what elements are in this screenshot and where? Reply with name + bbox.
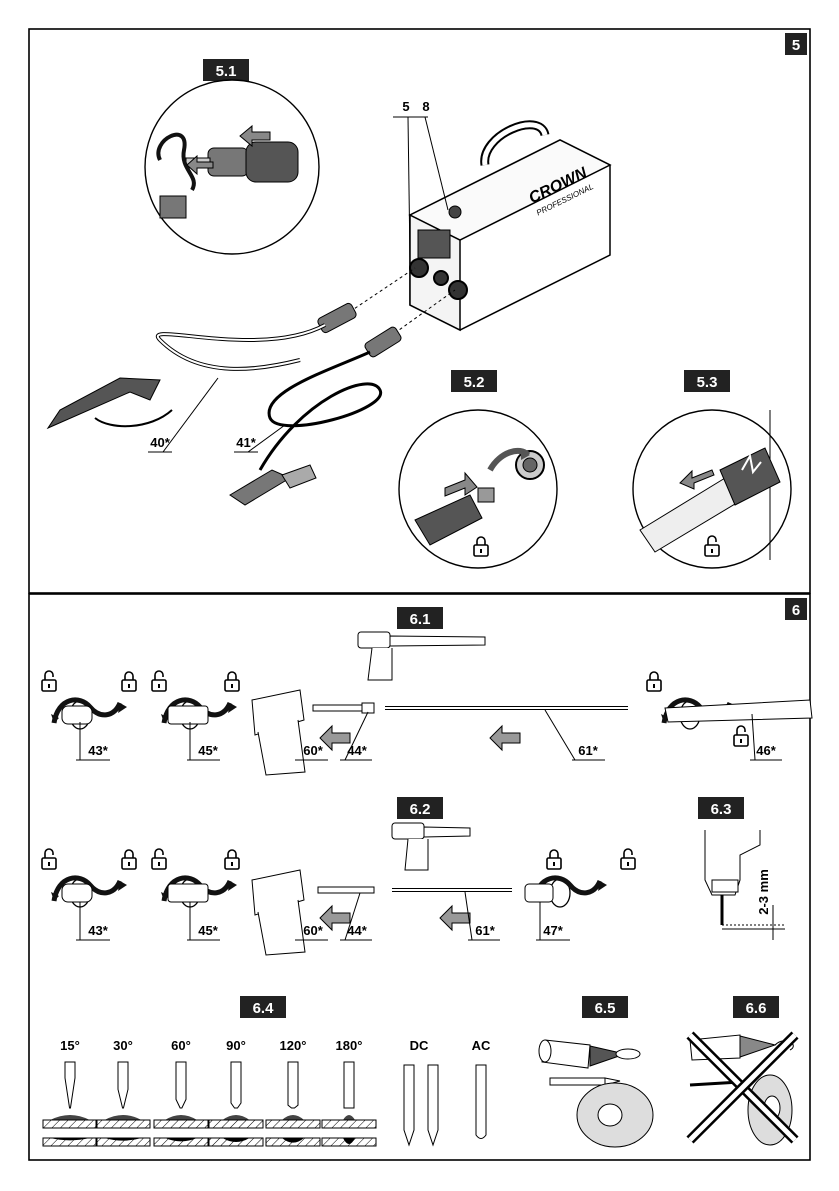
arc-puddle bbox=[50, 1115, 90, 1120]
electrode-gap-detail bbox=[705, 830, 785, 940]
arc-puddle bbox=[343, 1115, 355, 1120]
panel-6-number: 6 bbox=[792, 602, 800, 619]
angle-label: 60° bbox=[171, 1038, 191, 1053]
panel-6-frame bbox=[29, 594, 810, 1160]
callout-5-leader bbox=[408, 117, 410, 260]
workpiece-plate bbox=[96, 1120, 150, 1128]
r2-callout-45: 45* bbox=[198, 923, 218, 938]
step-5-3-label: 5.3 bbox=[697, 374, 718, 391]
r1-callout-46: 46* bbox=[756, 743, 776, 758]
dc-electrodes bbox=[404, 1065, 438, 1145]
callout-40-leader bbox=[163, 378, 218, 452]
step-6-6-label: 6.6 bbox=[746, 1000, 767, 1017]
electrode-tip bbox=[344, 1062, 354, 1108]
ac-label: AC bbox=[472, 1038, 491, 1053]
workpiece-plate bbox=[322, 1120, 376, 1128]
r1-61-leader bbox=[545, 710, 575, 760]
angle-label: 180° bbox=[336, 1038, 363, 1053]
r2-callout-60: 60* bbox=[303, 923, 323, 938]
grinding-incorrect bbox=[690, 1035, 795, 1145]
gap-label: 2-3 mm bbox=[756, 869, 771, 915]
row2-parts bbox=[42, 849, 635, 955]
workpiece-plate bbox=[209, 1120, 263, 1128]
callout-41: 41* bbox=[236, 435, 256, 450]
angle-label: 90° bbox=[226, 1038, 246, 1053]
tig-torch-6-1 bbox=[358, 632, 485, 680]
ac-electrode bbox=[476, 1065, 486, 1139]
electrode-holder-cable bbox=[48, 268, 415, 428]
electrode-tip bbox=[231, 1062, 241, 1108]
panel-5-number: 5 bbox=[792, 37, 800, 54]
tig-torch-6-2 bbox=[392, 823, 470, 870]
r1-callout-61: 61* bbox=[578, 743, 598, 758]
angle-label: 15° bbox=[60, 1038, 80, 1053]
arc-puddle bbox=[165, 1115, 197, 1120]
welding-machine: CROWN PROFESSIONAL bbox=[410, 125, 610, 330]
r1-callout-60: 60* bbox=[303, 743, 323, 758]
workpiece-plate bbox=[154, 1120, 208, 1128]
workpiece-plate bbox=[43, 1120, 97, 1128]
r2-callout-44: 44* bbox=[347, 923, 367, 938]
arc-puddle bbox=[282, 1115, 304, 1120]
step-6-5-label: 6.5 bbox=[595, 1000, 616, 1017]
callout-5: 5 bbox=[402, 99, 409, 114]
step-5-1-detail bbox=[145, 80, 319, 254]
arc-puddle bbox=[223, 1115, 250, 1120]
electrode-tip bbox=[118, 1062, 128, 1108]
angle-label: 30° bbox=[113, 1038, 133, 1053]
electrode-tip bbox=[288, 1062, 298, 1108]
workpiece-plate bbox=[266, 1120, 320, 1128]
callout-8-leader bbox=[425, 117, 448, 210]
grinding-correct bbox=[539, 1040, 653, 1147]
electrode-tip bbox=[65, 1062, 75, 1108]
r1-callout-44: 44* bbox=[347, 743, 367, 758]
r2-callout-43: 43* bbox=[88, 923, 108, 938]
dc-label: DC bbox=[410, 1038, 429, 1053]
step-6-2-label: 6.2 bbox=[410, 801, 431, 818]
step-5-1-label: 5.1 bbox=[216, 63, 237, 80]
step-5-2-label: 5.2 bbox=[464, 374, 485, 391]
callout-8: 8 bbox=[422, 99, 429, 114]
r1-46-leader bbox=[752, 714, 755, 760]
r2-callout-47: 47* bbox=[543, 923, 563, 938]
arc-puddle bbox=[105, 1115, 142, 1120]
electrode-angle-chart: 15° 30° 60° 90° 120° 180° bbox=[43, 1038, 376, 1146]
electrode-tip bbox=[176, 1062, 186, 1108]
angle-label: 120° bbox=[280, 1038, 307, 1053]
r1-callout-45: 45* bbox=[198, 743, 218, 758]
step-6-3-label: 6.3 bbox=[711, 801, 732, 818]
row1-parts bbox=[42, 671, 812, 775]
step-6-1-label: 6.1 bbox=[410, 611, 431, 628]
step-6-4-label: 6.4 bbox=[253, 1000, 275, 1017]
r1-callout-43: 43* bbox=[88, 743, 108, 758]
r2-callout-61: 61* bbox=[475, 923, 495, 938]
callout-40: 40* bbox=[150, 435, 170, 450]
